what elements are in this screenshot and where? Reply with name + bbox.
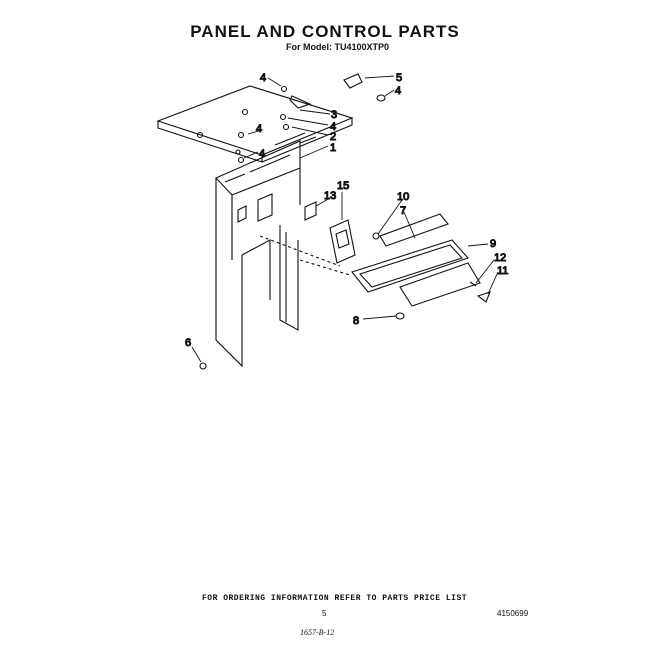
page-title: PANEL AND CONTROL PARTS: [190, 22, 460, 41]
callout-leader-lines: [191, 75, 499, 363]
revision-stamp: 1657-B-12: [300, 628, 335, 637]
callout-2: 2: [330, 131, 336, 143]
callout-6: 6: [185, 337, 191, 349]
callout-5: 5: [396, 72, 402, 84]
callout-4c: 4: [330, 121, 336, 133]
callout-12: 12: [494, 252, 506, 264]
callout-4d: 4: [256, 123, 262, 135]
callout-11: 11: [497, 265, 508, 277]
callout-15: 15: [337, 180, 349, 192]
page-number: 5: [322, 609, 327, 618]
callout-13: 13: [324, 190, 336, 202]
top-panel-plate: [156, 85, 354, 163]
console-trim-frame: [199, 213, 491, 370]
ordering-info-note: FOR ORDERING INFORMATION REFER TO PARTS …: [202, 594, 468, 603]
callout-7: 7: [400, 205, 406, 217]
callout-4e: 4: [259, 148, 265, 160]
callout-8: 8: [353, 315, 359, 327]
callout-4a: 4: [260, 72, 266, 84]
callout-4b: 4: [395, 85, 401, 97]
callout-1: 1: [330, 142, 336, 154]
callout-9: 9: [490, 238, 496, 250]
model-subtitle: For Model: TU4100XTP0: [286, 42, 390, 52]
document-number: 4150699: [497, 609, 529, 618]
callout-10: 10: [397, 191, 409, 203]
callout-3: 3: [331, 109, 337, 121]
main-control-panel: [215, 140, 301, 368]
screws-and-clips: [237, 73, 386, 164]
switch-and-housing: [259, 201, 356, 267]
